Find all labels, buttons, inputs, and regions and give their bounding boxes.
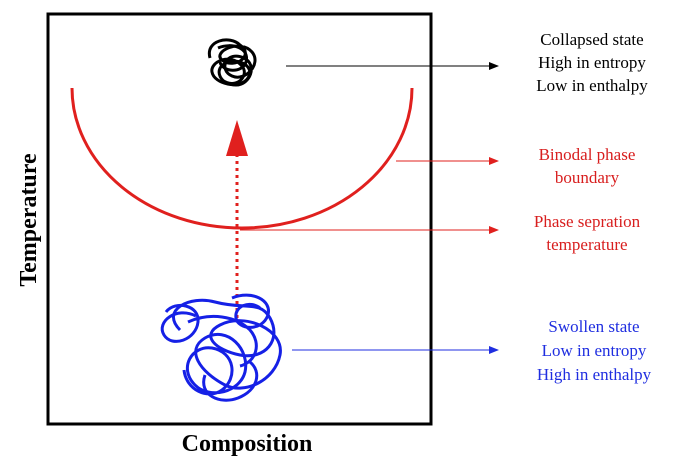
binodal-label-line1: Binodal phase bbox=[539, 145, 636, 164]
collapsed-label-line3: Low in enthalpy bbox=[536, 76, 648, 95]
separation-label-line2: temperature bbox=[546, 235, 627, 254]
binodal-boundary-curve bbox=[70, 87, 414, 230]
collapsed-label-line1: Collapsed state bbox=[540, 30, 643, 49]
collapsed-coil-icon bbox=[207, 38, 257, 87]
collapsed-label-line2: High in entropy bbox=[538, 53, 646, 72]
plot-frame bbox=[46, 12, 433, 426]
separation-label-line1: Phase sepration bbox=[534, 212, 641, 231]
swollen-coil-icon bbox=[160, 293, 282, 402]
temperature-increase-arrowhead bbox=[226, 120, 248, 156]
swollen-label-line1: Swollen state bbox=[548, 317, 639, 336]
binodal-label-line2: boundary bbox=[555, 168, 620, 187]
y-axis-label: Temperature bbox=[16, 153, 42, 287]
x-axis-label: Composition bbox=[182, 431, 313, 457]
swollen-label-line3: High in enthalpy bbox=[537, 365, 652, 384]
swollen-label-line2: Low in entropy bbox=[542, 341, 647, 360]
